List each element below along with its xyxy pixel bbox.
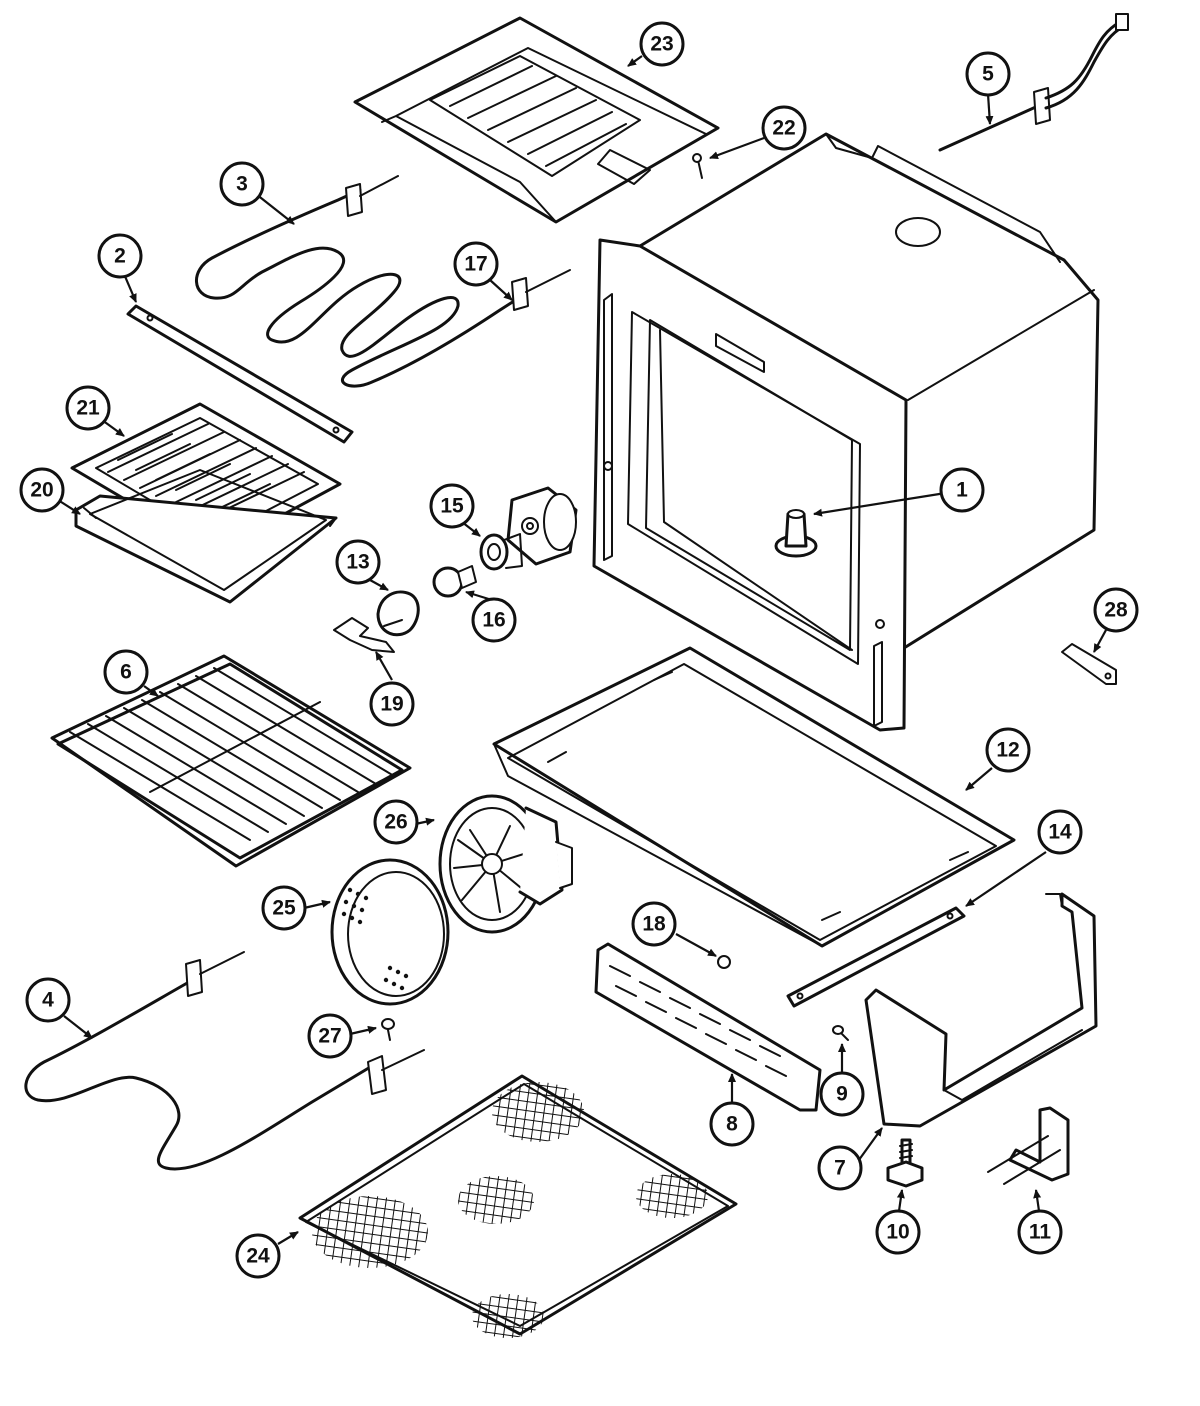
callout-23: 23 <box>639 21 685 67</box>
part-6-oven-rack <box>50 654 412 868</box>
callout-16: 16 <box>471 597 517 643</box>
part-16-light-bulb <box>432 565 477 598</box>
part-28-bracket-clip <box>1061 643 1117 685</box>
callout-20: 20 <box>19 467 65 513</box>
callout-number: 3 <box>236 173 248 196</box>
callout-8: 8 <box>709 1101 755 1147</box>
part-4-bake-element <box>24 951 425 1171</box>
part-5-temperature-sensor <box>938 13 1129 152</box>
callout-number: 9 <box>836 1083 848 1106</box>
callout-number: 7 <box>834 1157 846 1180</box>
callout-22: 22 <box>761 105 807 151</box>
callout-number: 6 <box>120 661 132 684</box>
callout-number: 20 <box>30 479 53 502</box>
part-2-baffle-strip <box>126 304 354 444</box>
callout-number: 24 <box>246 1245 270 1268</box>
callout-25: 25 <box>261 885 307 931</box>
callout-19: 19 <box>369 681 415 727</box>
callout-1: 1 <box>939 467 985 513</box>
callout-number: 1 <box>956 479 968 502</box>
callout-number: 14 <box>1048 821 1072 844</box>
part-10-leveling-leg <box>886 1138 924 1188</box>
part-14-support-strip <box>786 906 966 1008</box>
callout-number: 11 <box>1029 1221 1052 1244</box>
part-8-vent-panel <box>594 942 822 1112</box>
callout-4: 4 <box>25 977 71 1023</box>
part-20-broil-pan <box>74 469 338 604</box>
part-24-oven-bottom-liner <box>298 1074 738 1338</box>
callout-3: 3 <box>219 161 265 207</box>
callout-10: 10 <box>875 1209 921 1255</box>
callout-number: 8 <box>726 1113 738 1136</box>
callout-13: 13 <box>335 539 381 585</box>
callout-number: 28 <box>1104 599 1128 622</box>
callout-26: 26 <box>373 799 419 845</box>
part-1-oven-cavity <box>592 132 1100 732</box>
callout-number: 2 <box>114 245 126 268</box>
part-12-lower-frame <box>492 646 1016 948</box>
callout-number: 25 <box>272 897 296 920</box>
callout-number: 18 <box>642 913 666 936</box>
callout-11: 11 <box>1017 1209 1063 1255</box>
callout-21: 21 <box>65 385 111 431</box>
part-19-lamp-gasket <box>333 617 395 653</box>
callout-28: 28 <box>1093 587 1139 633</box>
part-23-element-cover <box>353 16 720 224</box>
callout-number: 16 <box>482 609 505 632</box>
callout-number: 13 <box>346 551 369 574</box>
part-25-fan-cover <box>330 858 450 1006</box>
callout-14: 14 <box>1037 809 1083 855</box>
callout-number: 15 <box>440 495 464 518</box>
part-3-broil-element <box>195 175 571 388</box>
callout-6: 6 <box>103 649 149 695</box>
callout-24: 24 <box>235 1233 281 1279</box>
part-15-lamp-socket <box>479 533 523 571</box>
callout-number: 23 <box>650 33 673 56</box>
part-26-convection-fan <box>438 794 573 934</box>
callout-number: 21 <box>76 397 100 420</box>
callout-number: 5 <box>982 63 994 86</box>
part-11-anti-tip-bracket <box>987 1106 1070 1185</box>
callout-number: 10 <box>886 1221 909 1244</box>
callout-number: 17 <box>464 253 487 276</box>
callout-number: 26 <box>384 811 407 834</box>
part-17-lamp-housing <box>506 486 578 566</box>
part-18-nut <box>717 955 731 969</box>
callout-9: 9 <box>819 1071 865 1117</box>
callout-17: 17 <box>453 241 499 287</box>
part-13-lamp-lens <box>376 590 420 637</box>
callout-2: 2 <box>97 233 143 279</box>
callout-5: 5 <box>965 51 1011 97</box>
callout-27: 27 <box>307 1013 353 1059</box>
callout-number: 22 <box>772 117 795 140</box>
callout-18: 18 <box>631 901 677 947</box>
callout-15: 15 <box>429 483 475 529</box>
callout-number: 12 <box>996 739 1019 762</box>
callout-number: 4 <box>42 989 54 1012</box>
callout-number: 27 <box>318 1025 341 1048</box>
part-22-screw <box>692 153 703 179</box>
callout-number: 19 <box>380 693 403 716</box>
part-7-leveling-bracket <box>864 892 1098 1128</box>
callout-7: 7 <box>817 1145 863 1191</box>
callout-12: 12 <box>985 727 1031 773</box>
part-9-screw <box>832 1025 849 1041</box>
part-27-screw <box>381 1018 395 1041</box>
